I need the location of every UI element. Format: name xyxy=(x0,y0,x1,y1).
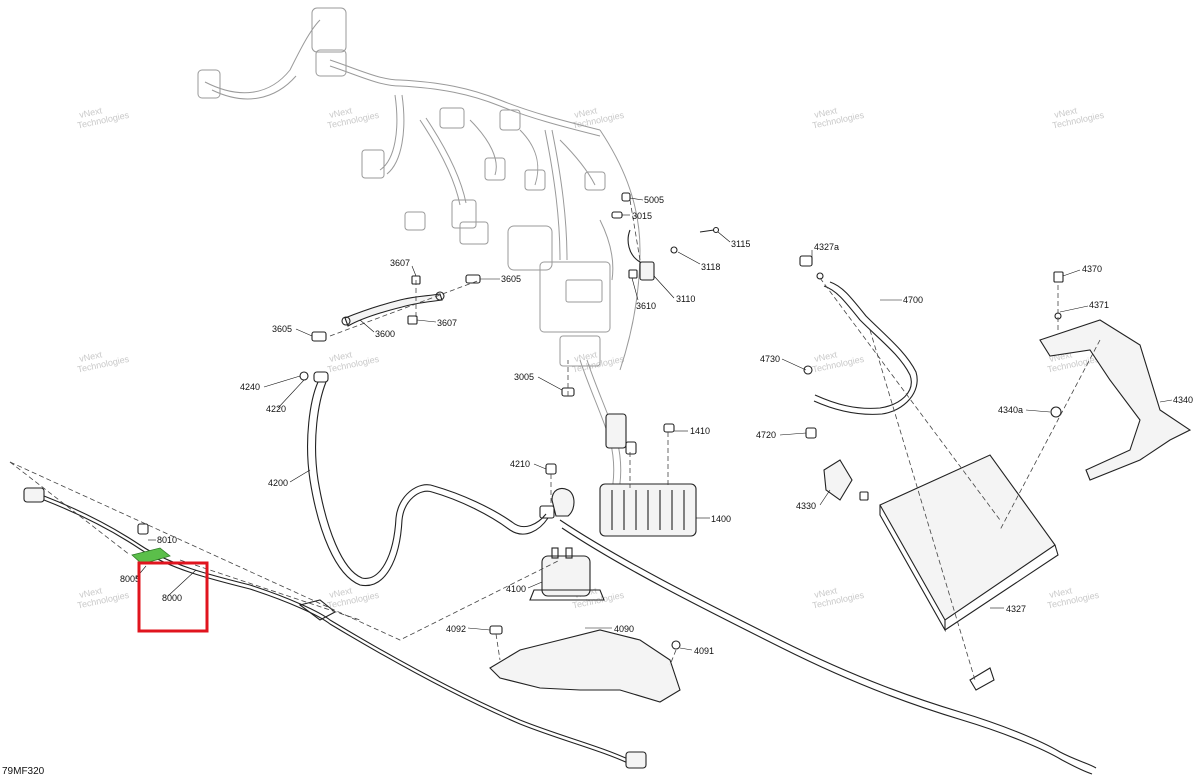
label-3607-top: 3607 xyxy=(390,258,410,268)
rear-harness xyxy=(23,487,647,769)
svg-text:vNext: vNext xyxy=(573,105,598,120)
label-4700: 4700 xyxy=(903,295,923,305)
battery xyxy=(823,454,1059,633)
label-4370: 4370 xyxy=(1082,264,1102,274)
label-4091: 4091 xyxy=(694,646,714,656)
label-4340: 4340 xyxy=(1173,395,1193,405)
svg-text:vNext: vNext xyxy=(328,105,353,120)
label-3600: 3600 xyxy=(375,329,395,339)
ground-strap xyxy=(311,274,575,397)
label-4371: 4371 xyxy=(1089,300,1109,310)
label-3005: 3005 xyxy=(514,372,534,382)
solenoid-bracket xyxy=(489,625,681,703)
label-4730: 4730 xyxy=(760,354,780,364)
label-4327a: 4327a xyxy=(814,242,839,252)
svg-text:vNext: vNext xyxy=(78,585,103,600)
svg-text:vNext: vNext xyxy=(328,585,353,600)
label-3110: 3110 xyxy=(676,294,695,304)
label-4240: 4240 xyxy=(240,382,260,392)
svg-text:vNext: vNext xyxy=(813,349,838,364)
label-8000: 8000 xyxy=(162,593,182,603)
label-3605-right: 3605 xyxy=(501,274,521,284)
battery-hold-down xyxy=(1039,271,1192,481)
voltage-regulator xyxy=(599,413,697,537)
main-battery-cable xyxy=(559,519,1097,775)
leader-lines xyxy=(135,197,1173,651)
starter-solenoid xyxy=(529,463,605,601)
label-4200: 4200 xyxy=(268,478,288,488)
label-5005: 5005 xyxy=(644,195,664,205)
label-4720: 4720 xyxy=(756,430,776,440)
label-4092: 4092 xyxy=(446,624,466,634)
sensor-wire xyxy=(611,192,720,281)
label-4210: 4210 xyxy=(510,459,530,469)
main-wiring-harness xyxy=(197,7,641,501)
positive-cable xyxy=(299,371,555,587)
label-4220: 4220 xyxy=(266,404,286,414)
ground-cable xyxy=(799,255,918,439)
label-4327: 4327 xyxy=(1006,604,1026,614)
label-4090: 4090 xyxy=(614,624,634,634)
label-1410: 1410 xyxy=(690,426,710,436)
svg-text:vNext: vNext xyxy=(1048,585,1073,600)
svg-text:vNext: vNext xyxy=(1053,105,1078,120)
label-3605-left: 3605 xyxy=(272,324,292,334)
assembly-lines xyxy=(9,199,1101,681)
svg-text:vNext: vNext xyxy=(813,585,838,600)
svg-text:vNext: vNext xyxy=(813,105,838,120)
label-3015: 3015 xyxy=(632,211,652,221)
label-8010: 8010 xyxy=(157,535,177,545)
diagram-number: 79MF320 xyxy=(2,766,45,777)
label-1400: 1400 xyxy=(711,514,731,524)
label-4340a: 4340a xyxy=(998,405,1023,415)
part-labels: 5005 3015 3115 3118 3110 3610 3607 3605 … xyxy=(120,195,1193,656)
highlight-box xyxy=(137,561,209,633)
label-3118: 3118 xyxy=(701,262,720,272)
label-4330: 4330 xyxy=(796,501,816,511)
label-3115: 3115 xyxy=(731,239,750,249)
svg-text:vNext: vNext xyxy=(78,349,103,364)
label-4100: 4100 xyxy=(506,584,526,594)
label-3610: 3610 xyxy=(636,301,656,311)
svg-text:vNext: vNext xyxy=(328,349,353,364)
svg-text:vNext: vNext xyxy=(78,105,103,120)
label-8005: 8005 xyxy=(120,574,140,584)
label-3607-bottom: 3607 xyxy=(437,318,457,328)
